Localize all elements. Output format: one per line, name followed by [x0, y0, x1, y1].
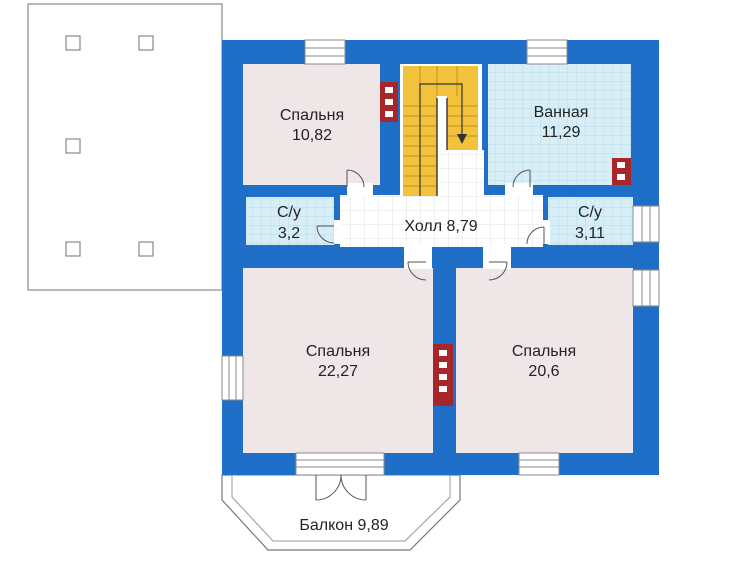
window-right-lower	[632, 269, 660, 307]
staircase	[403, 66, 478, 196]
chimney-bathroom	[612, 158, 631, 185]
room-bedroom-left	[243, 268, 433, 453]
window-bottom-right	[518, 452, 560, 476]
room-bathroom	[488, 64, 631, 185]
room-wc-right	[548, 197, 633, 245]
room-area-bathroom: 11,29	[542, 124, 581, 141]
chimney-center	[433, 344, 453, 406]
room-hall	[340, 195, 543, 247]
window-top-left	[304, 39, 346, 65]
window-right-upper	[632, 205, 660, 243]
room-area-bedroom-left: 22,27	[318, 363, 358, 380]
room-label-balcony: Балкон 9,89	[299, 517, 388, 534]
room-name-bedroom-left: Спальня	[306, 343, 370, 360]
window-left	[221, 355, 244, 401]
room-label-hall: Холл 8,79	[404, 218, 477, 235]
room-area-wc-right: 3,11	[575, 225, 605, 242]
chimney-left	[380, 82, 398, 122]
room-name-wc-left: С/у	[277, 204, 301, 221]
roof-vent-icon	[65, 35, 81, 51]
room-bedroom-small	[243, 64, 380, 185]
roof-vent-icon	[138, 241, 154, 257]
room-bedroom-right	[456, 268, 633, 453]
interior-doors	[316, 169, 550, 281]
roof-vent-icon	[65, 138, 81, 154]
roof-vent-icon	[138, 35, 154, 51]
roof-vent-icon	[65, 241, 81, 257]
lower-roof	[27, 3, 223, 291]
window-top-right	[526, 39, 568, 65]
balcony-doors	[315, 474, 367, 501]
room-area-bedroom-right: 20,6	[528, 363, 559, 380]
room-area-wc-left: 3,2	[278, 225, 300, 242]
room-area-bedroom-small: 10,82	[292, 127, 332, 144]
room-name-bathroom: Ванная	[534, 104, 589, 121]
balcony	[221, 474, 461, 551]
room-name-bedroom-right: Спальня	[512, 343, 576, 360]
room-name-bedroom-small: Спальня	[280, 107, 344, 124]
stair-arrow-icon	[419, 83, 463, 196]
windows	[221, 39, 660, 476]
hall-upper	[440, 150, 484, 200]
room-wc-left	[246, 197, 334, 245]
balcony-door-frame	[295, 452, 385, 476]
room-name-wc-right: С/у	[578, 204, 602, 221]
